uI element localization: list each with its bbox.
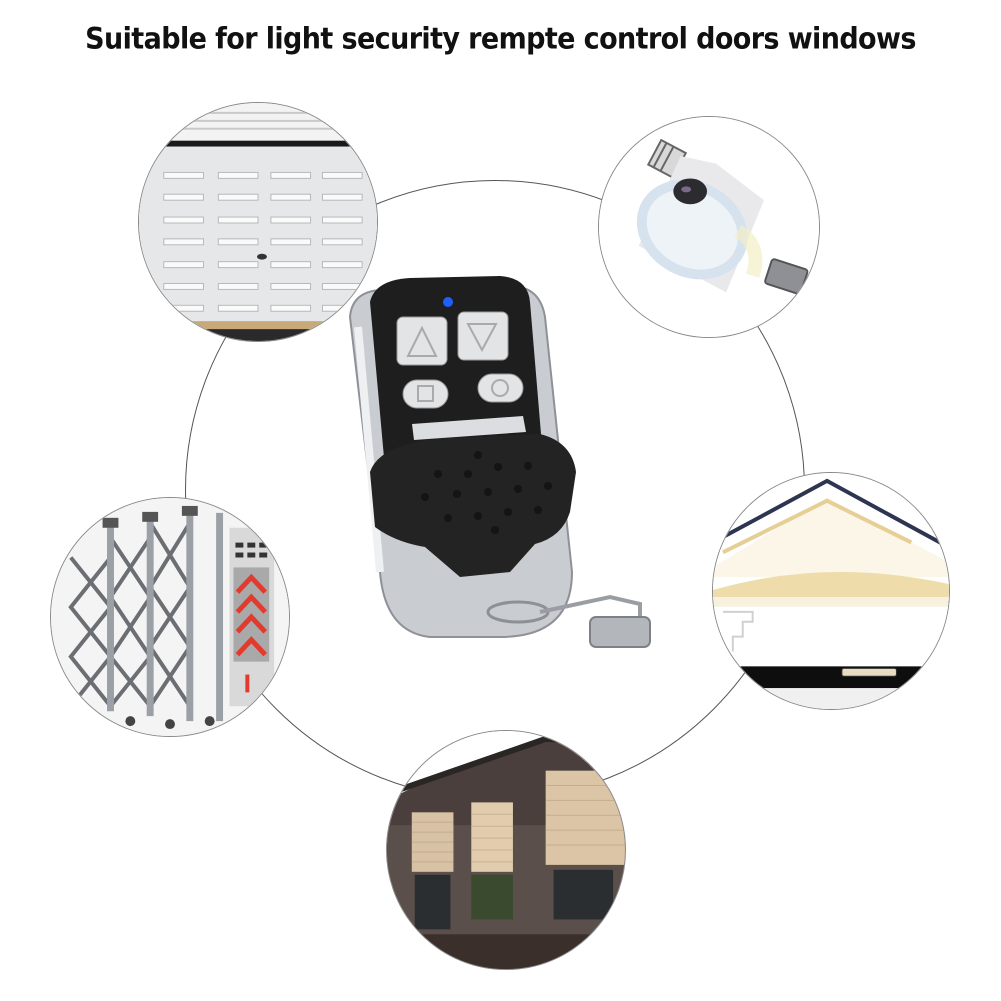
button-down[interactable]: [457, 311, 509, 361]
roller-door-image: [713, 473, 949, 709]
button-square[interactable]: [402, 379, 449, 409]
application-roller-door: Roller door: [712, 472, 950, 710]
roller-shutter-windows-image: [387, 731, 625, 969]
retractable-gate-image: [51, 498, 289, 736]
application-windows: Roller shutter windows: [386, 730, 626, 970]
application-gate: Retractable gate: [50, 497, 290, 737]
application-light: Remote control light: [598, 116, 820, 338]
triangle-up-icon: [406, 325, 438, 357]
page-title: Suitable for light security rempte contr…: [85, 22, 916, 57]
circle-icon: [491, 379, 509, 397]
key-clip: [589, 616, 651, 648]
label-strip: [412, 416, 526, 440]
button-up[interactable]: [396, 316, 448, 366]
square-icon: [417, 385, 434, 402]
remote-light-image: [599, 117, 819, 337]
rubber-cover: [370, 434, 576, 577]
led-indicator-icon: [443, 297, 453, 307]
remote-control-product: [340, 272, 680, 662]
triangle-down-icon: [466, 323, 498, 353]
button-circle[interactable]: [477, 373, 524, 403]
